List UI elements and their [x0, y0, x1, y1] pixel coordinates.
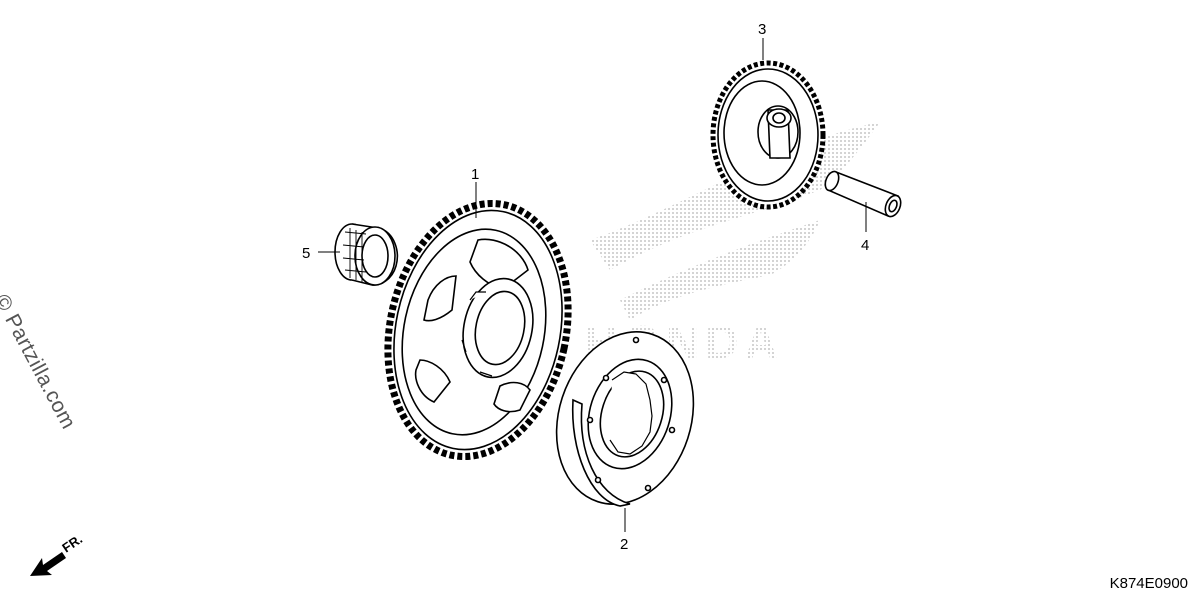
front-direction-arrow: FR.: [30, 531, 85, 576]
one-way-clutch: [555, 331, 695, 507]
starter-driven-gear: [384, 199, 572, 461]
part-number-3: 3: [758, 21, 766, 38]
part-number-2: 2: [620, 536, 628, 553]
needle-bearing: [334, 223, 399, 286]
diagram-code: K874E0900: [1109, 575, 1188, 592]
idle-gear-shaft: [824, 170, 902, 218]
part-number-4: 4: [861, 237, 869, 254]
front-direction-label: FR.: [59, 531, 85, 555]
leader-lines: [318, 38, 867, 532]
starter-idle-gear: [710, 60, 826, 210]
part-number-5: 5: [302, 245, 310, 262]
part-number-1: 1: [471, 166, 479, 183]
